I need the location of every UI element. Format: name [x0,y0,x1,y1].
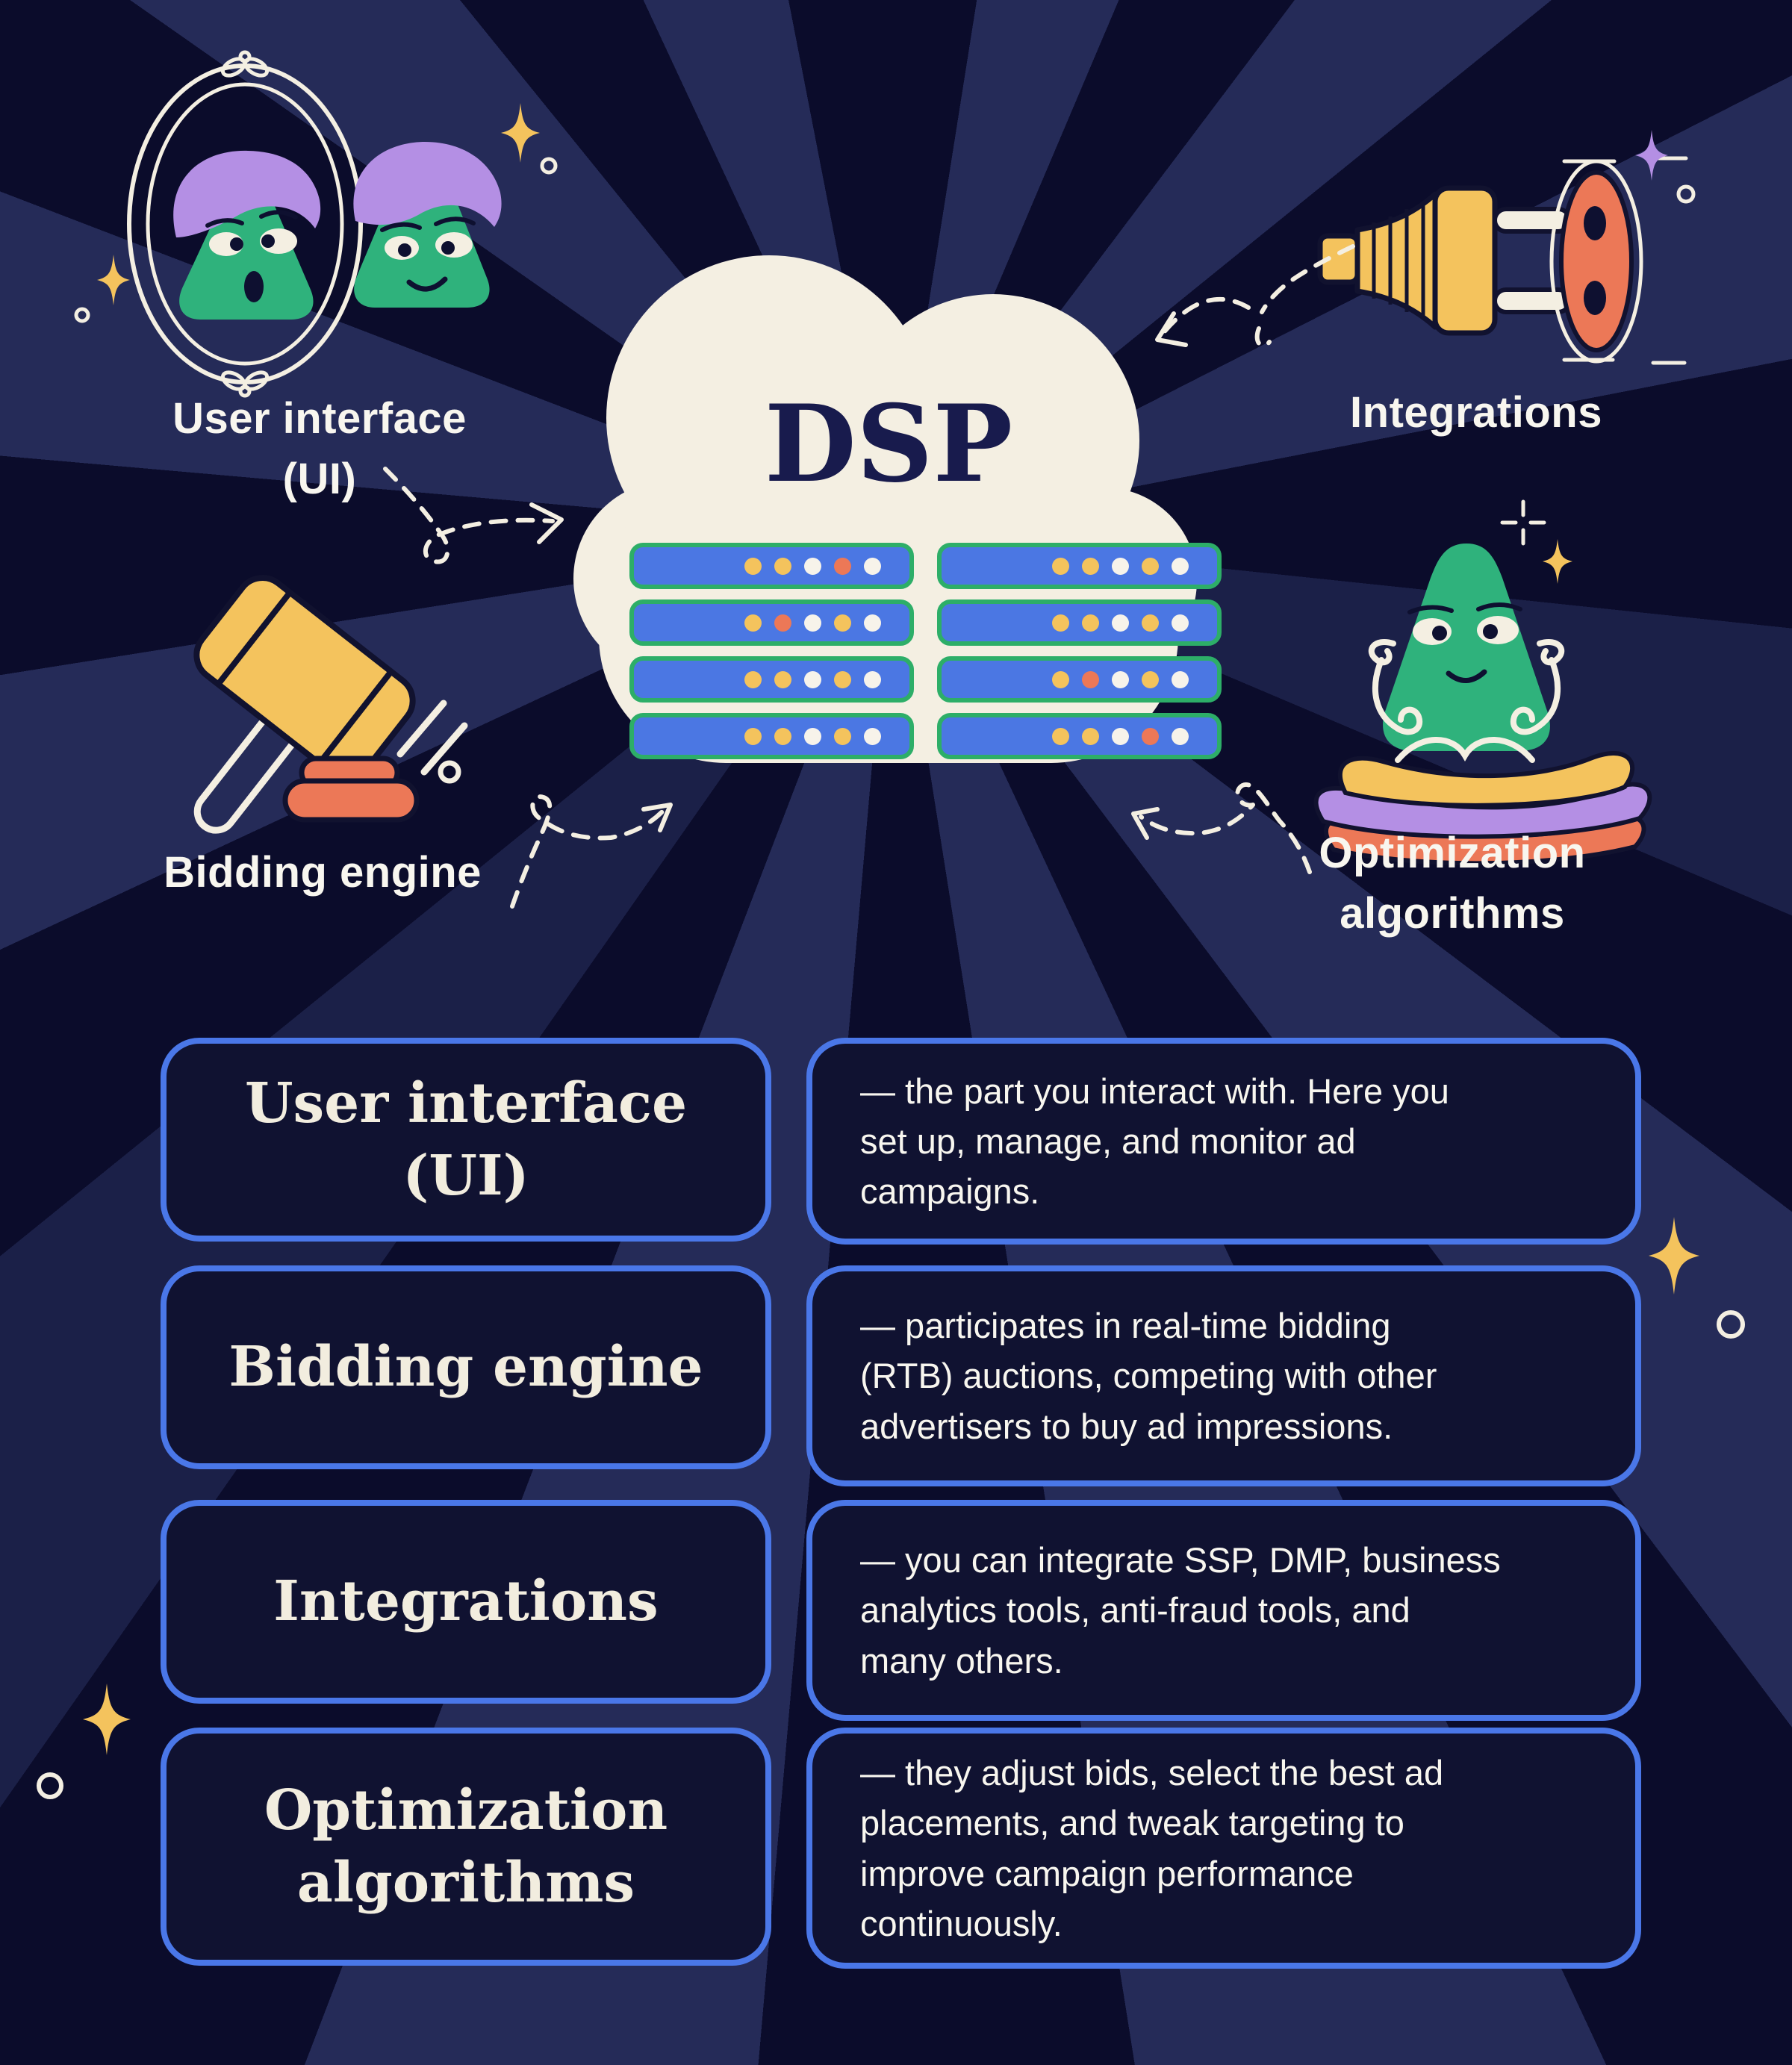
plug-icon [1317,156,1688,365]
definition-text: — the part you interact with. Here you s… [860,1071,1449,1212]
term-text: Optimization [264,1778,668,1843]
server-led [1112,614,1129,632]
term-text: (UI) [402,1143,529,1208]
server-led [1082,670,1099,688]
server-led [804,614,821,632]
term-box-user-interface: User interface (UI) [161,1038,771,1242]
server-led [864,670,881,688]
definition-box-bidding-engine: — participates in real-time bidding (RTB… [806,1265,1641,1486]
node-label-line: algorithms [1340,889,1565,938]
server-led [1112,727,1129,745]
node-label-user-interface: User interface (UI) [96,388,544,509]
server-led [1142,614,1159,632]
term-text: User interface [244,1071,688,1136]
server-led [834,557,851,575]
server-led [1142,727,1159,745]
server-led [864,557,881,575]
server-column [629,543,914,759]
server-led [1052,557,1069,575]
cross-sparkle-icon [1500,499,1546,546]
arrow-bidding-to-dsp [510,794,673,909]
mirror-icon [127,50,363,398]
server-led [1052,670,1069,688]
node-label-integrations: Integrations [1350,388,1602,437]
definition-box-user-interface: — the part you interact with. Here you s… [806,1038,1641,1245]
server-led [774,557,791,575]
arrow-optimization-to-dsp [1131,782,1312,874]
term-box-bidding-engine: Bidding engine [161,1265,771,1469]
node-label-bidding-engine: Bidding engine [164,848,482,897]
server-led [804,557,821,575]
server-led [804,727,821,745]
server-led [1082,557,1099,575]
ui-character [353,141,502,308]
definition-text: — you can integrate SSP, DMP, business a… [860,1540,1501,1681]
server-unit [937,656,1222,703]
reflection-character [173,150,321,320]
server-led [834,614,851,632]
definition-box-integrations: — you can integrate SSP, DMP, business a… [806,1500,1641,1721]
definition-text: — participates in real-time bidding (RTB… [860,1306,1437,1446]
term-text: algorithms [296,1850,635,1915]
dsp-cloud-title: DSP [764,382,1013,506]
node-label-line: (UI) [282,455,357,504]
server-led [1082,727,1099,745]
server-led [1052,727,1069,745]
server-unit [629,656,914,703]
server-led [804,670,821,688]
gavel-icon [193,575,468,834]
term-box-integrations: Integrations [161,1500,771,1704]
term-text: Bidding engine [228,1335,703,1400]
server-racks [629,543,1222,759]
server-led [1172,670,1189,688]
server-led [774,614,791,632]
server-led [774,670,791,688]
server-unit [937,543,1222,589]
server-unit [629,713,914,759]
server-led [1052,614,1069,632]
definition-box-optimization: — they adjust bids, select the best ad p… [806,1728,1641,1969]
server-led [1082,614,1099,632]
term-text: Integrations [273,1569,659,1634]
server-led [1172,727,1189,745]
socket-icon [1549,156,1688,365]
server-led [1172,557,1189,575]
server-led [744,614,762,632]
server-led [1142,670,1159,688]
sparkle-icons [37,103,1745,1799]
server-led [744,670,762,688]
term-box-optimization: Optimization algorithms [161,1728,771,1966]
node-label-line: Optimization [1319,829,1586,877]
meditation-character-icon [1313,499,1652,866]
server-unit [937,713,1222,759]
server-led [834,670,851,688]
server-unit [629,543,914,589]
server-led [744,557,762,575]
node-label-line: User interface [172,394,467,443]
server-led [1142,557,1159,575]
server-led [864,614,881,632]
node-label-optimization: Optimization algorithms [1228,823,1676,944]
server-led [744,727,762,745]
server-unit [937,599,1222,646]
server-led [1172,614,1189,632]
server-unit [629,599,914,646]
arrow-ui-to-dsp [383,467,564,564]
server-led [864,727,881,745]
server-led [774,727,791,745]
server-led [834,727,851,745]
arrow-integrations-to-dsp [1155,244,1355,349]
server-led [1112,670,1129,688]
server-led [1112,557,1129,575]
server-column [937,543,1222,759]
definition-text: — they adjust bids, select the best ad p… [860,1753,1444,1943]
